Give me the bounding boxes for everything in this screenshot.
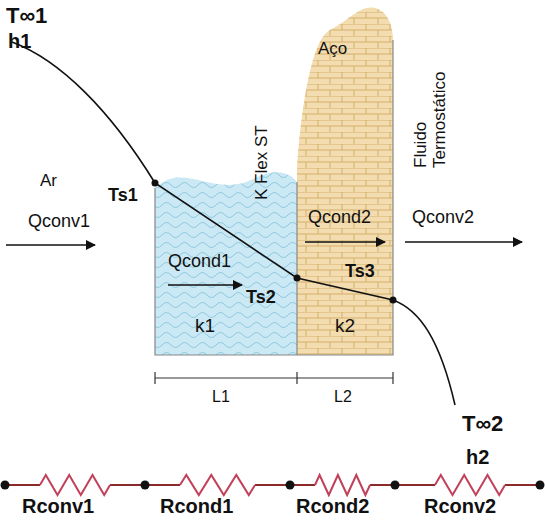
temperature-point: [152, 180, 159, 187]
resistor-zigzag: [435, 475, 505, 495]
material-name: K Flex ST: [253, 125, 272, 200]
surface-temperature: Ts2: [246, 288, 276, 308]
layer-border: [155, 40, 393, 355]
heat-flow-label: Qconv1: [28, 212, 90, 232]
heat-flow-label: Qcond2: [308, 208, 371, 228]
terminal-dot: [1, 481, 10, 490]
temperature-label: T∞2: [462, 412, 503, 436]
conductivity-label: k1: [195, 316, 215, 337]
coefficient-label: h2: [466, 446, 489, 468]
resistance-label: Rcond2: [296, 495, 369, 517]
coefficient-label: h1: [8, 30, 31, 52]
terminal-dot: [536, 481, 545, 490]
temperature-point: [294, 275, 301, 282]
temperature-label: T∞1: [6, 4, 47, 28]
surface-temperature: Ts3: [345, 262, 375, 282]
dimension-label: L1: [212, 388, 230, 406]
dimension-line: [155, 372, 393, 384]
wall-layer: Aço k2: [297, 0, 393, 355]
heat-flow-label: Qcond1: [168, 252, 231, 272]
terminal-dot: [286, 481, 295, 490]
temperature-profile: [12, 42, 455, 405]
surface-temperature: Ts1: [108, 186, 138, 206]
resistor-zigzag: [180, 475, 255, 495]
resistance-label: Rconv1: [22, 495, 94, 517]
temperature-point: [390, 297, 397, 304]
heat-flow-arrow: [6, 244, 95, 246]
resistance-label: Rcond1: [160, 495, 233, 517]
conductivity-label: k2: [335, 316, 355, 337]
steel-layer: [297, 8, 393, 355]
resistor-zigzag: [315, 475, 370, 495]
heat-flow-arrow: [168, 284, 242, 286]
terminal-dot: [391, 481, 400, 490]
medium-label: Ar: [40, 172, 57, 191]
steel-texture: [297, 8, 393, 355]
heat-flow-arrow: [405, 241, 522, 243]
resistance-label: Rconv2: [424, 495, 496, 517]
terminal-dot: [141, 481, 150, 490]
heat-flow-label: Qconv2: [412, 208, 474, 228]
material-name: Aço: [318, 40, 347, 59]
heat-flow-arrow: [305, 241, 385, 243]
wall-layer: K Flex ST k1: [155, 80, 297, 355]
resistor-zigzag: [40, 475, 110, 495]
medium-label: Fluido Termostático: [412, 50, 449, 168]
dimension-label: L2: [334, 388, 352, 406]
resistor-symbol: [40, 475, 505, 495]
